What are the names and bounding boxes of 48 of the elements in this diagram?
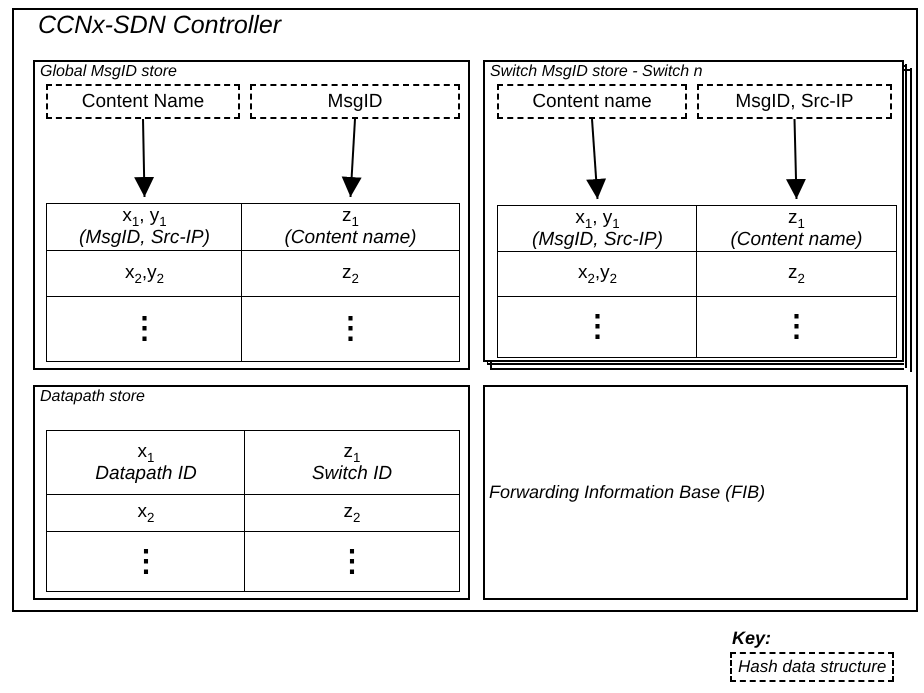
cell-text: z$_{2}$ [788, 263, 805, 286]
hash-label: Content name [532, 90, 652, 112]
arrow [586, 118, 606, 200]
fib-panel [483, 385, 908, 600]
cell-text: x$_{1}$ [138, 442, 154, 464]
key-heading: Key: [732, 628, 772, 649]
legend-text: Hash data structure [738, 657, 886, 676]
panel-heading: Global MsgID store [40, 63, 177, 81]
cell-text: ⋮ [130, 313, 160, 345]
cell-text: x$_{1}$, y$_{1}$ [122, 206, 167, 228]
arrow [134, 118, 154, 198]
cell-text: (MsgID, Src-IP) [532, 230, 663, 250]
panel-heading: Switch MsgID store - Switch n [490, 63, 702, 81]
cell-text: ⋮ [131, 546, 161, 578]
hash-label: MsgID [328, 90, 382, 112]
panel-text: Forwarding Information Base (FIB) [489, 482, 766, 503]
hash-box [497, 84, 687, 119]
cell-text: z$_{1}$ [788, 208, 805, 230]
hash-label: Content Name [82, 90, 204, 112]
table-cell [696, 205, 897, 253]
cell-text: z$_{2}$ [344, 502, 360, 525]
panel-heading: Datapath store [40, 388, 145, 406]
panel-heading: CCNx-SDN Controller [38, 16, 282, 34]
table-cell [241, 203, 460, 251]
cell-text: Switch ID [312, 464, 392, 484]
cell-text: z$_{1}$ [344, 442, 360, 464]
cell-text: (Content name) [284, 228, 416, 248]
hash-box [697, 84, 892, 119]
arrow [786, 118, 806, 200]
cell-text: x$_{2}$,y$_{2}$ [124, 262, 164, 286]
cell-text: x$_{2}$,y$_{2}$ [578, 263, 618, 286]
hash-box [250, 84, 460, 119]
cell-text: ⋮ [582, 311, 612, 343]
hash-box [46, 84, 240, 119]
cell-text: ⋮ [336, 313, 366, 345]
cell-text: (Content name) [730, 230, 862, 250]
table-cell [46, 203, 243, 251]
cell-text: z$_{2}$ [342, 262, 359, 286]
cell-text: x$_{2}$ [138, 502, 154, 525]
hash-label: MsgID, Src-IP [735, 90, 854, 112]
cell-text: x$_{1}$, y$_{1}$ [575, 208, 620, 230]
arrow [342, 118, 362, 198]
table-cell [497, 205, 698, 253]
cell-text: Datapath ID [95, 464, 197, 484]
cell-text: ⋮ [337, 546, 367, 578]
cell-text: (MsgID, Src-IP) [79, 228, 210, 248]
cell-text: ⋮ [782, 311, 812, 343]
cell-text: z$_{1}$ [342, 206, 359, 228]
